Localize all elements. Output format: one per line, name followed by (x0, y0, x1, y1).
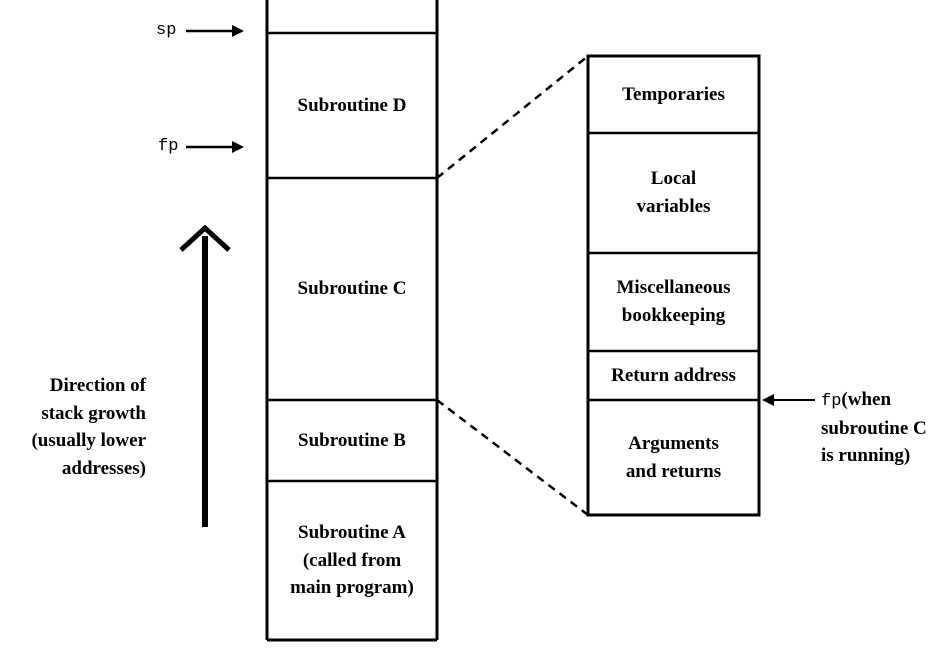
zoom-connector-bottom (436, 399, 589, 516)
section-local-variables-line: variables (636, 196, 711, 217)
fp-running-note-line: is running) (821, 445, 911, 467)
section-misc-bookkeeping-line: Miscellaneous (616, 277, 731, 299)
frame-subroutine-d-label: Subroutine D (297, 94, 407, 116)
stack-growth-arrow (179, 224, 231, 527)
section-return-address-label: Return address (611, 364, 736, 386)
frame-subroutine-c: Subroutine C (267, 178, 437, 400)
section-return-address: Return address (588, 351, 759, 400)
section-misc-bookkeeping: Miscellaneous bookkeeping (588, 253, 759, 351)
fp-arrow (186, 141, 244, 153)
fp-detail-arrow (762, 394, 815, 406)
section-temporaries-label: Temporaries (622, 83, 725, 105)
stack-growth-line: Direction of (49, 375, 146, 396)
frame-subroutine-b-label: Subroutine B (298, 429, 406, 451)
frame-subroutine-a-line: (called from (302, 549, 402, 571)
frame-subroutine-b: Subroutine B (267, 400, 437, 481)
stack-growth-line: addresses) (61, 457, 146, 479)
section-arguments-returns-line: Arguments (628, 432, 719, 454)
frame-subroutine-c-label: Subroutine C (297, 278, 407, 300)
frame-subroutine-a-line: Subroutine A (298, 522, 406, 544)
fp-running-note-line: subroutine C (821, 417, 927, 439)
frame-subroutine-d: Subroutine D (267, 33, 437, 178)
frame-subroutine-a: Subroutine A (called from main program) (267, 481, 437, 640)
section-temporaries: Temporaries (588, 56, 759, 133)
frame-subroutine-a-line: main program) (290, 577, 414, 599)
fp-running-note-code: fp (821, 392, 842, 411)
fp-running-note-first-line: fp(when (821, 386, 949, 415)
stack-growth-line: (usually lower (31, 430, 146, 452)
stack-growth-line: stack growth (41, 402, 146, 424)
sp-arrow (186, 25, 244, 37)
section-local-variables: Local variables (588, 133, 759, 253)
section-local-variables-line: Local (650, 168, 697, 190)
section-arguments-returns-line: and returns (625, 460, 722, 482)
section-misc-bookkeeping-line: bookkeeping (621, 305, 726, 326)
stack-growth-label: Direction of stack growth (usually lower… (0, 372, 146, 482)
fp-label: fp (158, 137, 179, 156)
sp-label: sp (156, 21, 177, 40)
fp-running-note-line: (when (841, 389, 892, 410)
zoom-connector-top (436, 55, 589, 179)
detail-frame-outline (586, 54, 761, 517)
section-arguments-returns: Arguments and returns (588, 400, 759, 515)
fp-running-note: fp(when subroutine C is running) (821, 386, 949, 470)
